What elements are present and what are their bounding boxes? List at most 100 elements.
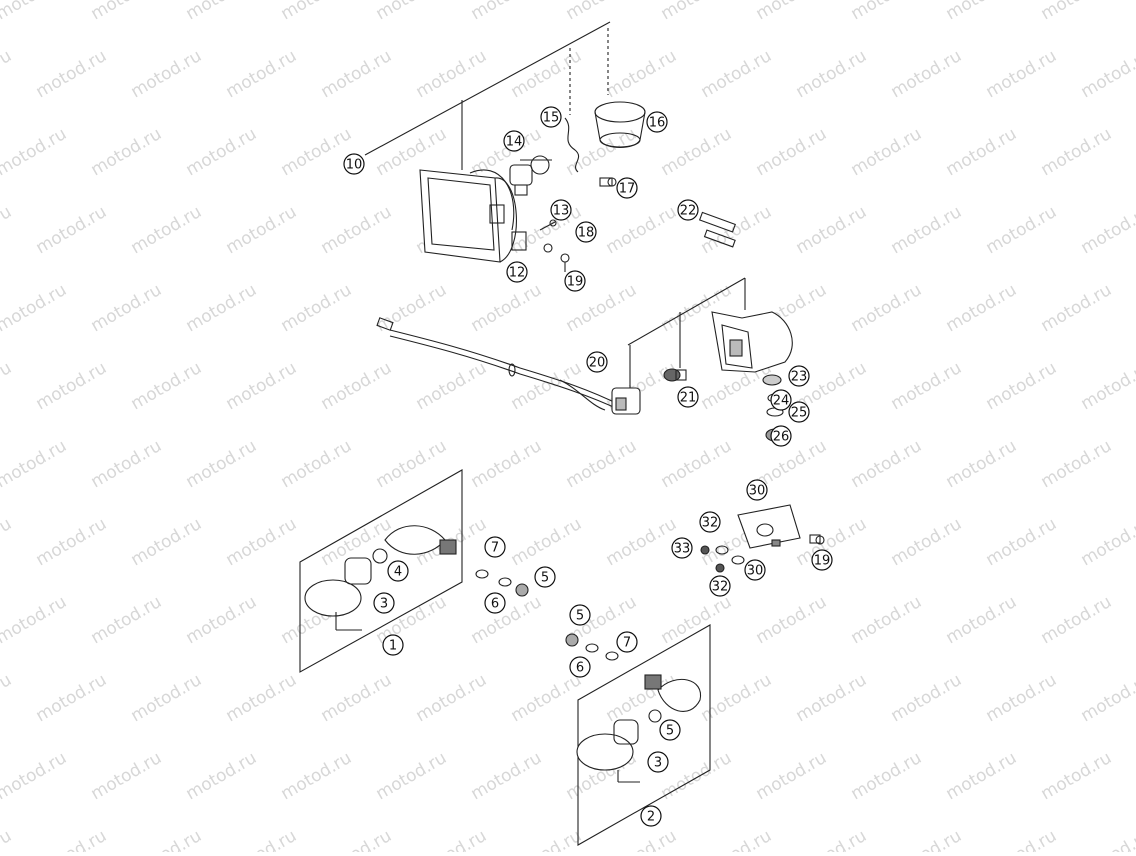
watermark-text: motod.ru (508, 358, 586, 414)
callout-21: 21 (678, 387, 698, 407)
watermark-text: motod.ru (223, 670, 301, 726)
callout-13: 13 (551, 200, 571, 220)
watermark-text: motod.ru (223, 46, 301, 102)
watermark-text: motod.ru (183, 748, 261, 804)
tail-bulb (664, 369, 686, 381)
watermark-text: motod.ru (88, 592, 166, 648)
callout-6: 6 (570, 657, 590, 677)
watermark-text: motod.ru (1133, 0, 1136, 24)
watermark-text: motod.ru (0, 280, 70, 336)
callout-label: 10 (346, 158, 363, 173)
watermark-text: motod.ru (0, 592, 70, 648)
watermark-text: motod.ru (983, 514, 1061, 570)
watermark-text: motod.ru (943, 280, 1021, 336)
watermark-text: motod.ru (33, 670, 111, 726)
watermark-text: motod.ru (128, 202, 206, 258)
callout-label: 17 (619, 182, 636, 197)
watermark-text: motod.ru (0, 748, 70, 804)
watermark-text: motod.ru (698, 46, 776, 102)
watermark-text: motod.ru (563, 0, 641, 24)
watermark-text: motod.ru (848, 748, 926, 804)
watermark-text: motod.ru (1078, 826, 1136, 852)
watermark-text: motod.ru (413, 670, 491, 726)
callout-label: 22 (680, 204, 697, 219)
callout-6: 6 (485, 593, 505, 613)
watermark-text: motod.ru (413, 826, 491, 852)
callout-3: 3 (648, 752, 668, 772)
watermark-text: motod.ru (943, 436, 1021, 492)
watermark-text: motod.ru (793, 46, 871, 102)
watermark-text: motod.ru (888, 514, 966, 570)
watermark-text: motod.ru (1133, 436, 1136, 492)
watermark-text: motod.ru (1078, 514, 1136, 570)
watermark-text: motod.ru (0, 202, 15, 258)
callout-30: 30 (745, 560, 765, 580)
watermark-text: motod.ru (848, 592, 926, 648)
callout-label: 19 (567, 275, 584, 290)
watermark-text: motod.ru (183, 436, 261, 492)
watermark-text: motod.ru (0, 124, 70, 180)
callout-label: 30 (747, 564, 764, 579)
watermark-text: motod.ru (848, 436, 926, 492)
watermark-text: motod.ru (33, 202, 111, 258)
watermark-text: motod.ru (563, 436, 641, 492)
watermark-text: motod.ru (318, 826, 396, 852)
watermark-text: motod.ru (793, 826, 871, 852)
callout-label: 21 (680, 391, 697, 406)
watermark-text: motod.ru (468, 592, 546, 648)
watermark-text: motod.ru (278, 124, 356, 180)
watermark-text: motod.ru (413, 358, 491, 414)
watermark-text: motod.ru (1078, 46, 1136, 102)
watermark-text: motod.ru (0, 514, 15, 570)
callout-label: 20 (589, 356, 606, 371)
watermark-text: motod.ru (1133, 280, 1136, 336)
watermark-text: motod.ru (983, 670, 1061, 726)
callout-16: 16 (647, 112, 667, 132)
callout-26: 26 (771, 426, 791, 446)
washer (544, 244, 552, 252)
callout-label: 33 (674, 542, 691, 557)
watermark-text: motod.ru (698, 826, 776, 852)
watermark-text: motod.ru (943, 592, 1021, 648)
watermark-text: motod.ru (1038, 0, 1116, 24)
watermark-text: motod.ru (658, 436, 736, 492)
watermark-text: motod.ru (658, 748, 736, 804)
callout-33: 33 (672, 538, 692, 558)
watermark-text: motod.ru (0, 670, 15, 726)
callout-label: 32 (702, 516, 719, 531)
watermark-text: motod.ru (0, 0, 70, 24)
watermark-text: motod.ru (943, 0, 1021, 24)
callout-label: 6 (576, 661, 584, 676)
watermark-text: motod.ru (318, 670, 396, 726)
watermark-text: motod.ru (88, 0, 166, 24)
watermark-text: motod.ru (223, 358, 301, 414)
watermark-text: motod.ru (0, 826, 15, 852)
callout-label: 7 (623, 636, 631, 651)
watermark-text: motod.ru (888, 826, 966, 852)
watermark-text: motod.ru (278, 748, 356, 804)
watermark-text: motod.ru (128, 826, 206, 852)
watermark-text: motod.ru (468, 280, 546, 336)
watermark-text: motod.ru (943, 748, 1021, 804)
fasteners-set-b (476, 570, 528, 596)
watermark-text: motod.ru (943, 124, 1021, 180)
callout-label: 5 (541, 571, 549, 586)
watermark-text: motod.ru (1133, 592, 1136, 648)
watermark-text: motod.ru (468, 436, 546, 492)
watermark-text: motod.ru (658, 592, 736, 648)
callout-14: 14 (504, 131, 524, 151)
watermark-text: motod.ru (318, 358, 396, 414)
watermark-text: motod.ru (183, 592, 261, 648)
callout-label: 18 (578, 226, 595, 241)
watermark-text: motod.ru (888, 46, 966, 102)
callout-label: 1 (389, 639, 397, 654)
watermark-text: motod.ru (33, 514, 111, 570)
watermark-text: motod.ru (128, 514, 206, 570)
watermark-text: motod.ru (468, 0, 546, 24)
watermark-text: motod.ru (983, 358, 1061, 414)
watermark-text: motod.ru (1038, 280, 1116, 336)
watermark-text: motod.ru (698, 202, 776, 258)
callout-label: 15 (543, 111, 560, 126)
